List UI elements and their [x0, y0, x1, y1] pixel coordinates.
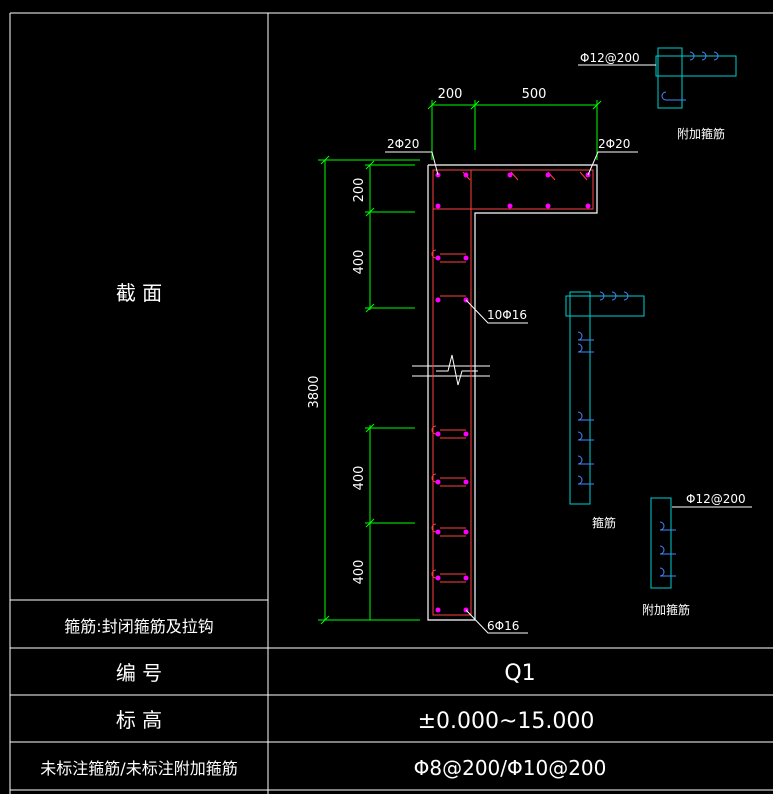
section-label: 截 面	[116, 281, 162, 305]
leader-lines	[385, 151, 638, 634]
row-label-elevation: 标 高	[116, 708, 162, 732]
detail-bottom-spec: Φ12@200	[686, 492, 746, 506]
row-value-elevation: ±0.000~15.000	[418, 709, 595, 734]
dim-left-400-a: 400	[352, 250, 367, 275]
detail-mid-stirrup: 箍筋	[565, 291, 645, 530]
detail-bottom-additional-stirrup: Φ12@200 附加箍筋	[642, 492, 752, 617]
row-label-code: 编 号	[116, 661, 162, 685]
dim-overall-3800: 3800	[307, 375, 322, 408]
callout-corner-right: 2Φ20	[598, 137, 630, 151]
dim-top-500: 500	[522, 87, 547, 102]
callout-side-upper: 10Φ16	[487, 308, 527, 322]
row-value-stirrups: Φ8@200/Φ10@200	[414, 756, 607, 780]
dim-left-200: 200	[352, 178, 367, 203]
stirrup-note: 箍筋:封闭箍筋及拉钩	[64, 617, 213, 636]
dimension-lines	[318, 100, 602, 625]
break-symbol	[412, 354, 490, 386]
detail-top-spec: Φ12@200	[580, 51, 640, 65]
detail-bottom-label: 附加箍筋	[642, 602, 690, 617]
dim-top-200: 200	[438, 87, 463, 102]
row-value-code: Q1	[504, 661, 535, 686]
table-grid	[9, 12, 773, 794]
callout-side-lower: 6Φ16	[487, 619, 519, 633]
rebar-cage	[431, 169, 594, 616]
wall-outline	[427, 164, 598, 621]
detail-top-additional-stirrup: Φ12@200 附加箍筋	[578, 47, 737, 141]
row-label-stirrups: 未标注箍筋/未标注附加箍筋	[40, 759, 237, 778]
callout-corner-left: 2Φ20	[387, 137, 419, 151]
dim-left-400-c: 400	[352, 560, 367, 585]
rebar-dots	[435, 172, 591, 613]
detail-top-label: 附加箍筋	[677, 126, 725, 141]
dim-left-400-b: 400	[352, 466, 367, 491]
detail-mid-label: 箍筋	[592, 515, 616, 530]
